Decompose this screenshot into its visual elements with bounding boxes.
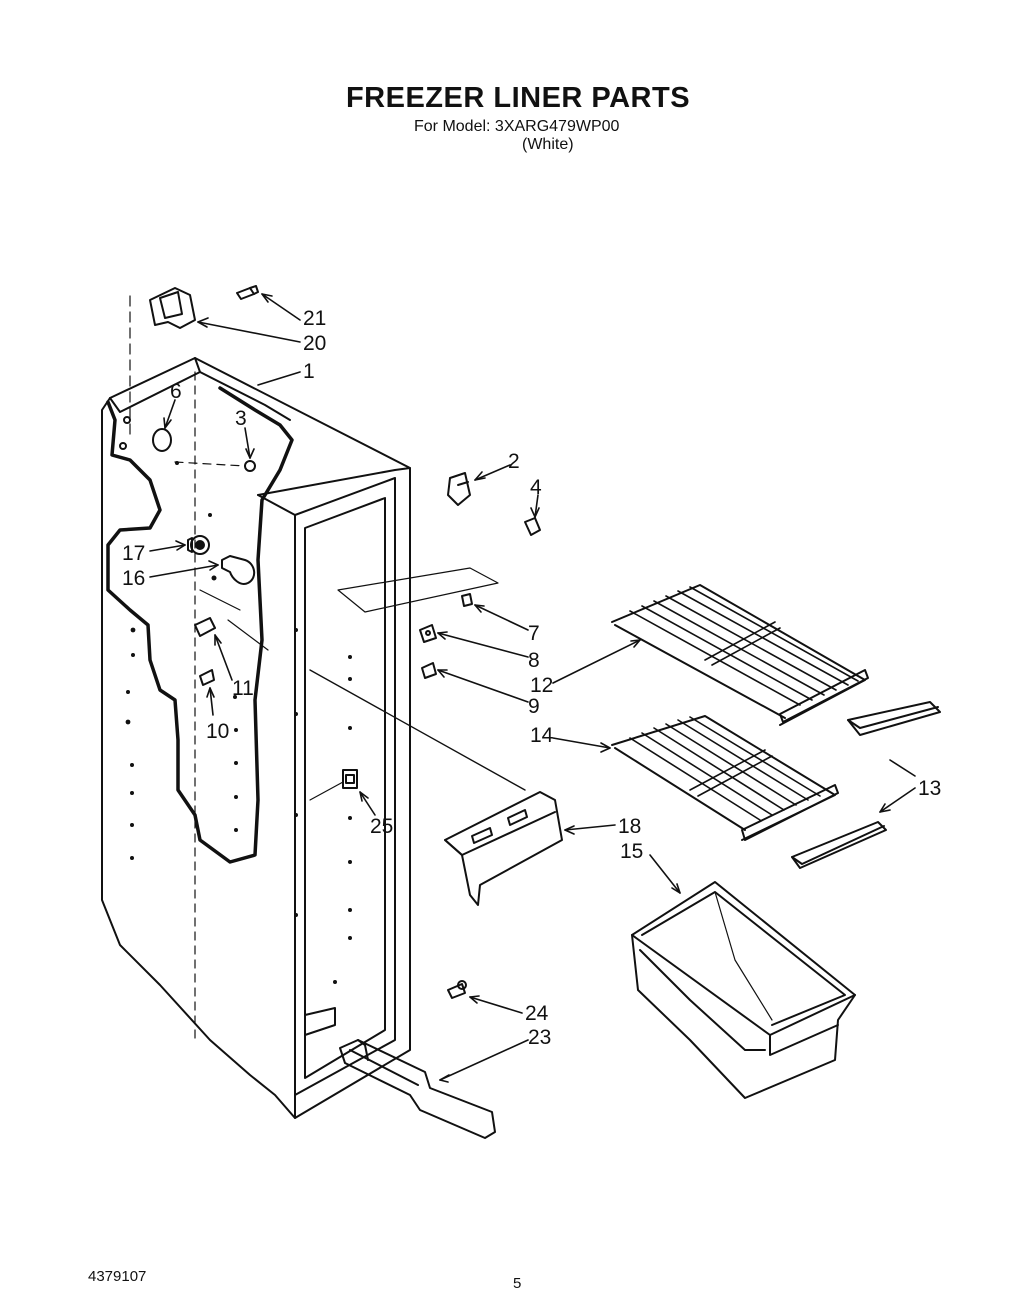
callout-2: 2 xyxy=(508,450,520,473)
screw-24 xyxy=(447,980,467,999)
callout-14: 14 xyxy=(530,724,554,747)
callout-17: 17 xyxy=(122,542,145,565)
callout-25: 25 xyxy=(370,815,393,838)
wire-shelf-12 xyxy=(611,584,869,726)
liner-cutaway-edge xyxy=(106,386,294,864)
callout-7: 7 xyxy=(528,622,540,645)
callout-1: 1 xyxy=(303,360,315,383)
callout-20: 20 xyxy=(303,332,326,355)
light-housing-bracket xyxy=(129,287,196,441)
leader-lines xyxy=(149,293,916,1083)
callout-9: 9 xyxy=(528,695,540,718)
plug-button-6 xyxy=(119,416,172,452)
lamp-socket-17 xyxy=(187,535,210,555)
callout-23: 23 xyxy=(528,1026,551,1049)
callout-11: 11 xyxy=(232,677,254,700)
wire-shelf-14 xyxy=(611,715,839,841)
callout-6: 6 xyxy=(170,380,182,403)
shelf-trim-13 xyxy=(791,701,941,869)
hinge-bracket-23 xyxy=(339,1039,496,1139)
shelf-clip-9 xyxy=(421,662,437,679)
control-knob-11 xyxy=(194,617,269,651)
light-bulb-16 xyxy=(199,555,256,611)
callout-24: 24 xyxy=(525,1002,549,1025)
liner-mounting-holes xyxy=(125,461,352,984)
freezer-bin-15 xyxy=(631,881,856,1099)
shelf-track-outline xyxy=(337,567,499,613)
bracket-18 xyxy=(444,791,563,906)
callout-numbers: 21 20 1 6 3 2 4 17 16 7 8 12 11 9 10 14 … xyxy=(122,307,941,1049)
page-number: 5 xyxy=(513,1275,522,1292)
callout-12: 12 xyxy=(530,674,553,697)
screw-3 xyxy=(174,460,256,472)
screw-21 xyxy=(236,285,259,300)
model-line: For Model: 3XARG479WP00 xyxy=(414,118,620,135)
callout-10: 10 xyxy=(206,720,229,743)
shelf-clip-7 xyxy=(461,593,473,607)
callout-21: 21 xyxy=(303,307,326,330)
callout-3: 3 xyxy=(235,407,247,430)
callout-16: 16 xyxy=(122,567,145,590)
document-number: 4379107 xyxy=(88,1268,147,1285)
callout-18: 18 xyxy=(618,815,641,838)
screw-10 xyxy=(199,669,215,686)
clip-2 xyxy=(447,472,471,506)
freezer-liner-body xyxy=(101,357,411,1119)
screw-4 xyxy=(524,517,541,536)
shelf-clip-8 xyxy=(419,624,437,643)
color-variant: (White) xyxy=(522,136,574,153)
callout-13: 13 xyxy=(918,777,941,800)
callout-8: 8 xyxy=(528,649,540,672)
page-title: FREEZER LINER PARTS xyxy=(345,82,691,114)
callout-4: 4 xyxy=(530,476,542,499)
callout-15: 15 xyxy=(620,840,643,863)
switch-25 xyxy=(309,769,358,801)
